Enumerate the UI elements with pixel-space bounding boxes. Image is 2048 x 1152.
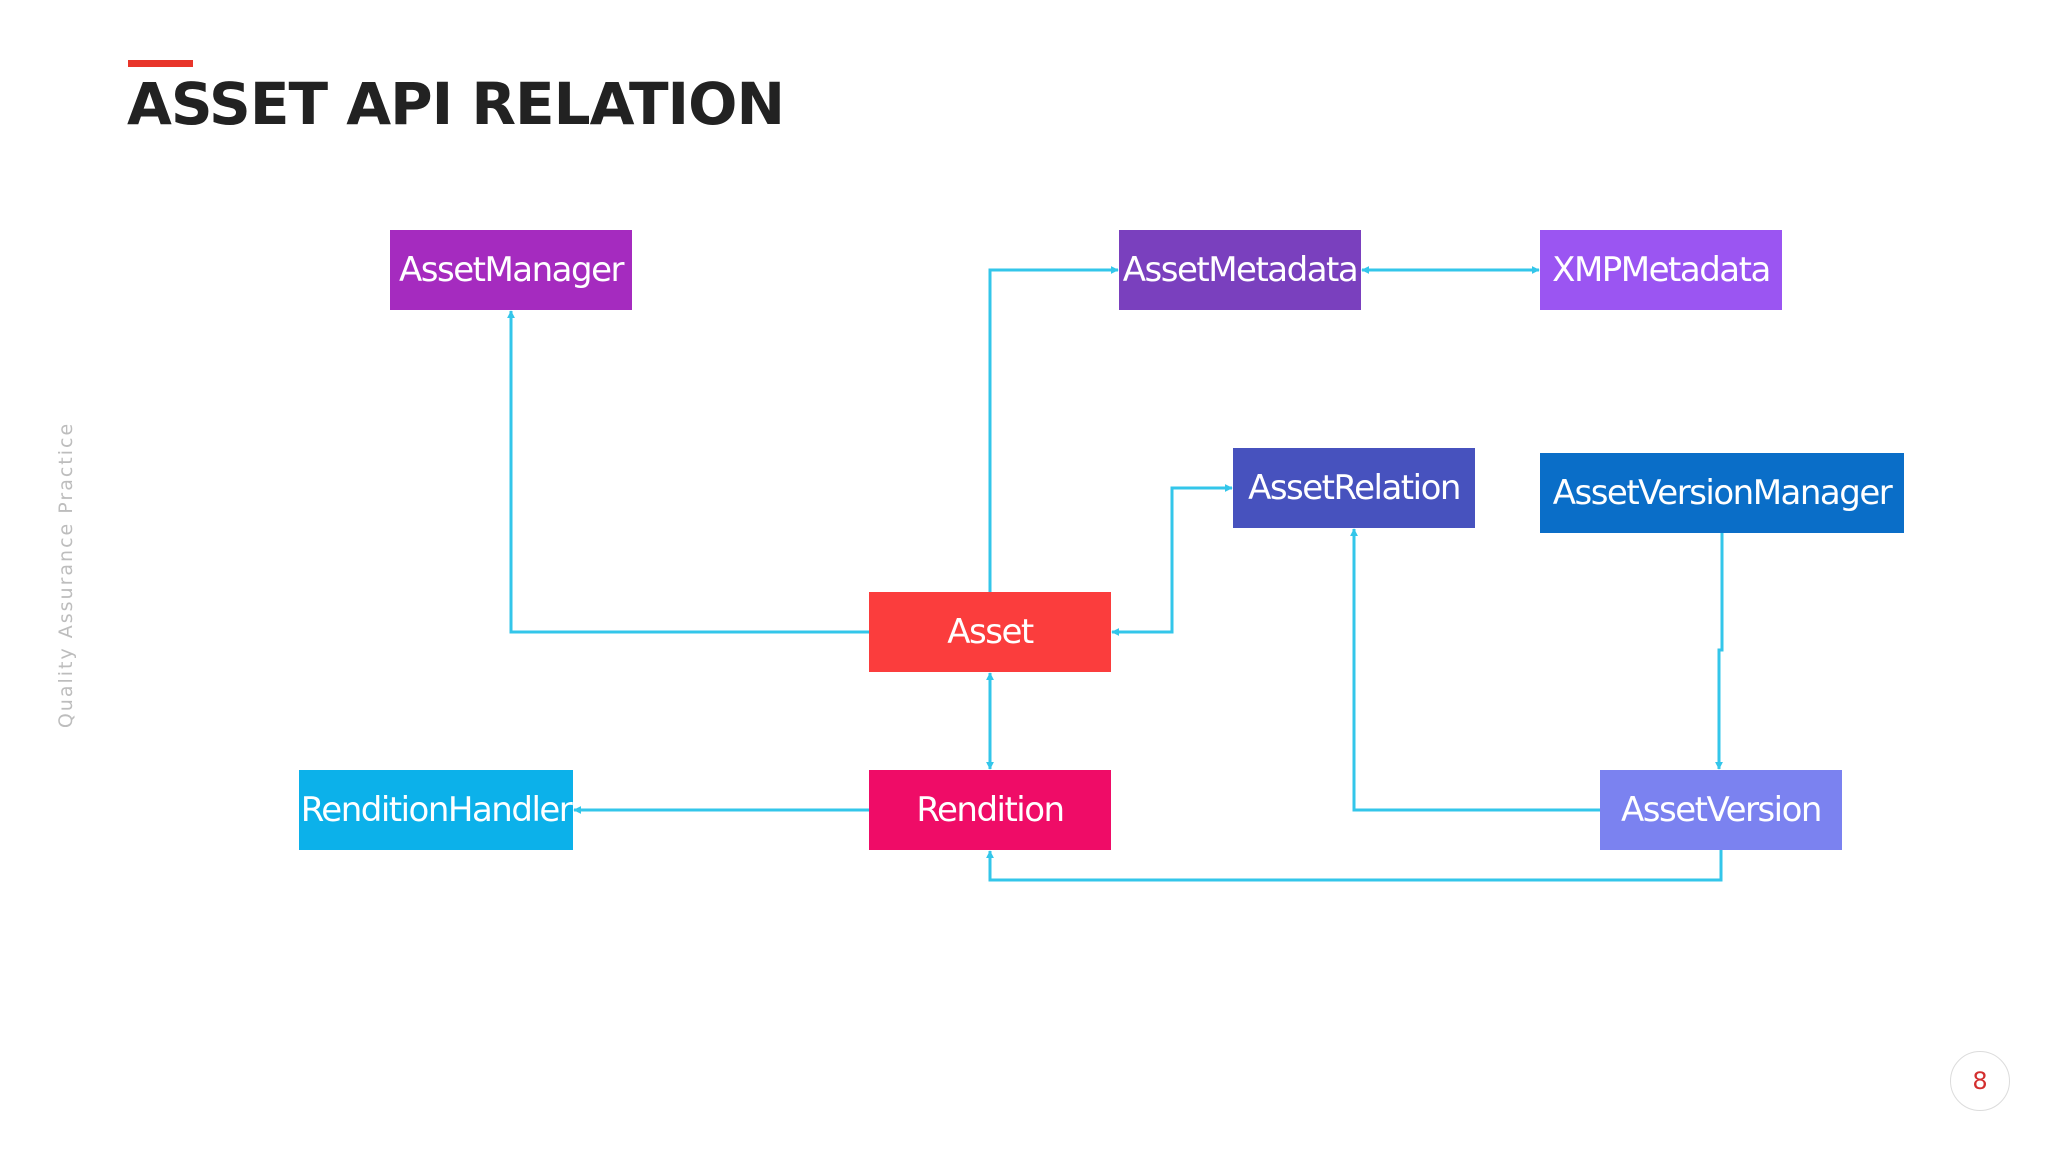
edge-assetversion-to-assetrelation: [1350, 528, 1600, 812]
page-number: 8: [1972, 1067, 1988, 1095]
node-rendition: Rendition: [869, 770, 1111, 850]
node-assetmetadata: AssetMetadata: [1119, 230, 1361, 310]
node-assetversionmanager: AssetVersionManager: [1540, 453, 1904, 533]
node-asset: Asset: [869, 592, 1111, 672]
node-xmpmetadata: XMPMetadata: [1540, 230, 1782, 310]
node-assetmanager: AssetManager: [390, 230, 632, 310]
node-renditionhandler: RenditionHandler: [299, 770, 573, 850]
slide-title: ASSET API RELATION: [127, 70, 785, 138]
edge-asset-assetrelation: [1111, 484, 1233, 636]
edge-asset-to-assetmanager: [507, 310, 869, 634]
edge-assetversionmanager-to-assetversion: [1715, 533, 1724, 770]
page-number-badge: 8: [1950, 1051, 2010, 1111]
node-assetversion: AssetVersion: [1600, 770, 1842, 850]
edge-asset-to-assetmetadata: [988, 266, 1119, 592]
node-assetrelation: AssetRelation: [1233, 448, 1475, 528]
title-accent-bar: [128, 60, 193, 67]
edge-assetversion-to-rendition: [986, 850, 1723, 882]
